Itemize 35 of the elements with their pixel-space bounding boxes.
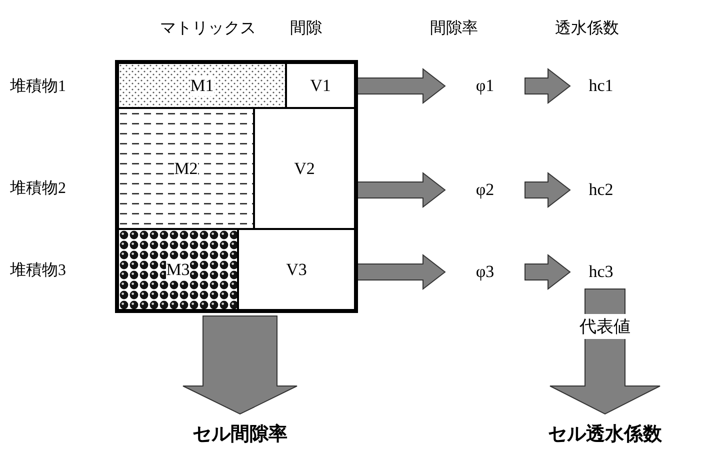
value-label: φ1 [476,76,494,96]
column-header: 間隙 [290,19,322,39]
block-label: M3 [166,260,190,280]
edge-label: 代表値 [578,314,632,339]
block-label: V1 [310,76,331,96]
block-arrow [524,68,571,104]
value-label: hc3 [588,262,614,282]
block-arrow [524,172,571,208]
block-arrow [182,316,298,415]
void-block [254,108,355,229]
row-label: 堆積物2 [10,179,66,199]
block-label: M1 [190,76,214,96]
result-label: セル透水係数 [548,424,662,444]
block-arrow [356,172,446,208]
row-label: 堆積物3 [10,261,66,281]
matrix-block [118,63,286,108]
value-label: hc1 [588,76,614,96]
block-label: V3 [286,260,307,280]
sediment-cell-frame [115,60,358,313]
column-header: 透水係数 [555,18,619,39]
block-arrow [356,254,446,290]
value-label: φ3 [476,262,494,282]
block-label: V2 [294,158,315,178]
column-header: マトリックス [160,19,256,39]
value-label: φ2 [476,180,494,200]
block-arrow [524,254,571,290]
matrix-block [118,108,254,229]
matrix-block [118,229,238,310]
void-block [238,229,355,310]
column-header: 間隙率 [430,18,478,39]
void-block [286,63,355,108]
result-label: セル間隙率 [192,424,288,444]
value-label: hc2 [588,180,614,200]
row-label: 堆積物1 [10,77,66,97]
block-arrow [356,68,446,104]
